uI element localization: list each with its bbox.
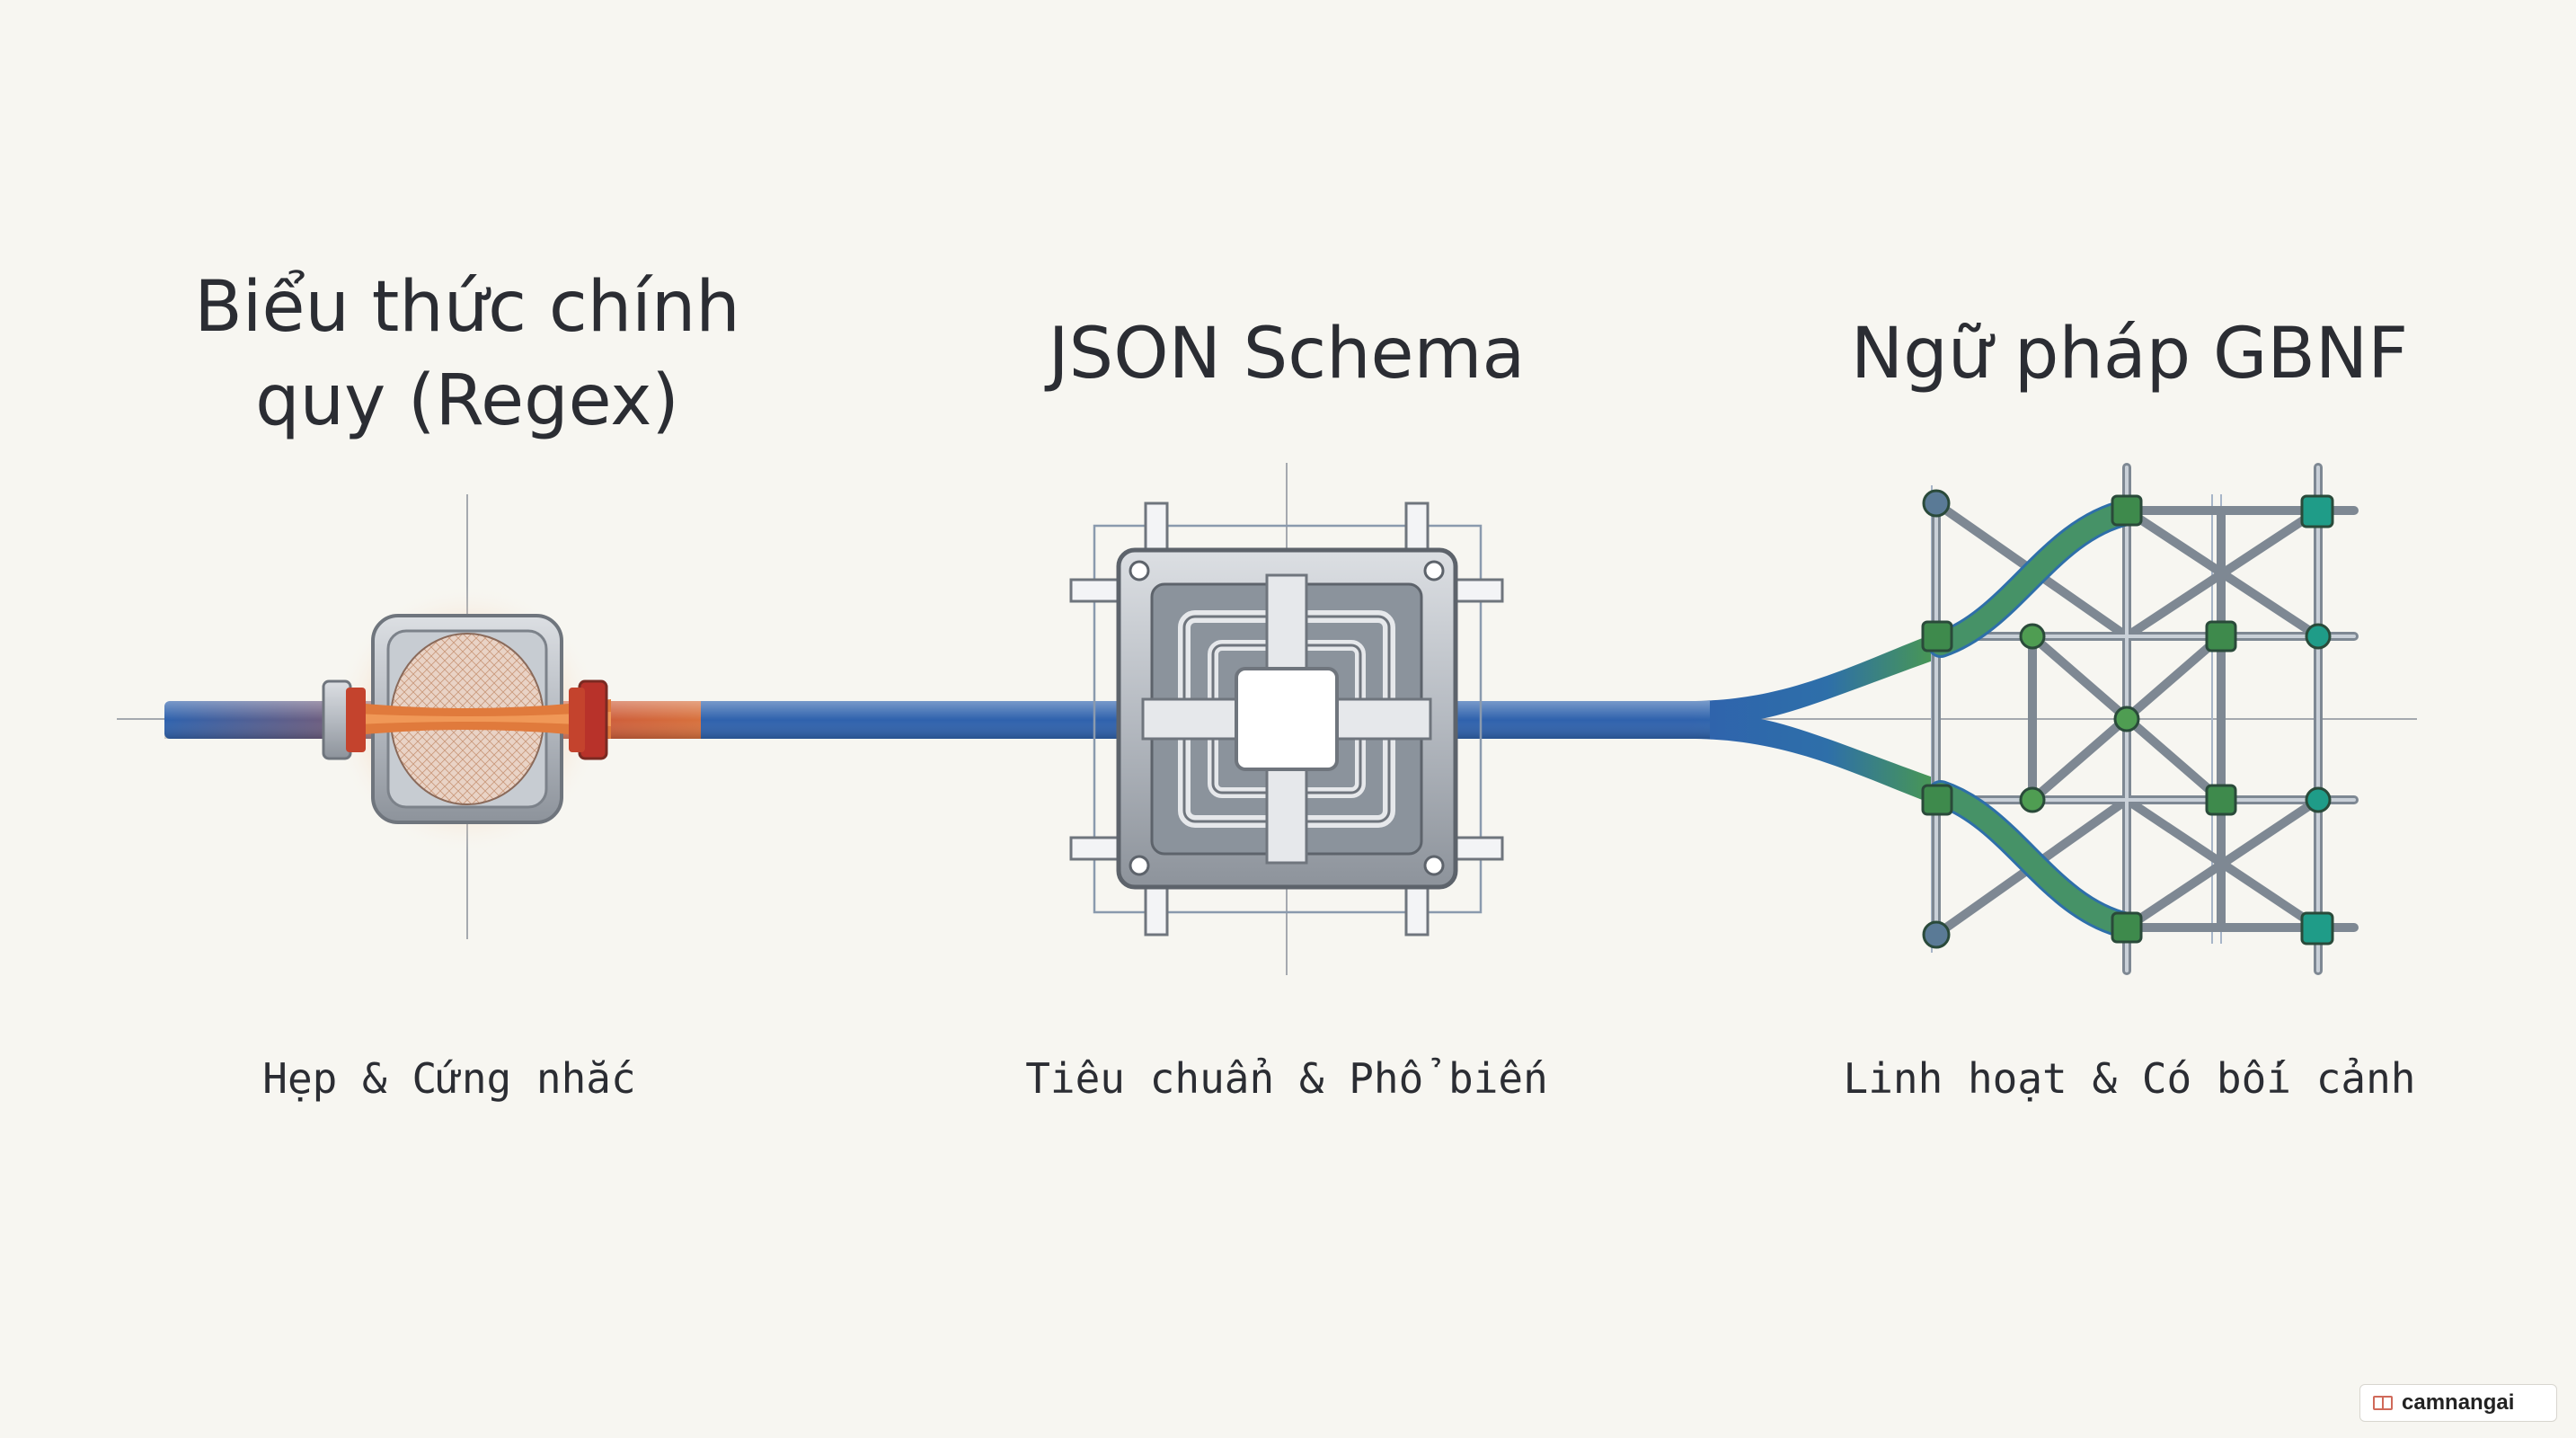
branching-lattice-icon xyxy=(1921,463,2359,975)
book-icon xyxy=(2373,1396,2393,1410)
stage-title-json-schema: JSON Schema xyxy=(1048,314,1526,395)
stage-caption-json-schema: Tiêu chuẩn & Phổ biến xyxy=(1025,1054,1548,1103)
square-frame-connector-icon xyxy=(1069,502,1504,936)
narrow-valve-icon xyxy=(322,584,611,854)
watermark-text: camnangai xyxy=(2402,1390,2515,1415)
stage-caption-regex: Hẹp & Cứng nhắc xyxy=(262,1054,636,1103)
watermark-badge: camnangai xyxy=(2359,1384,2557,1422)
stage-title-regex: Biểu thức chính quy (Regex) xyxy=(194,267,740,441)
stage-caption-gbnf: Linh hoạt & Có bối cảnh xyxy=(1843,1054,2416,1103)
stage-title-gbnf: Ngữ pháp GBNF xyxy=(1850,314,2409,395)
